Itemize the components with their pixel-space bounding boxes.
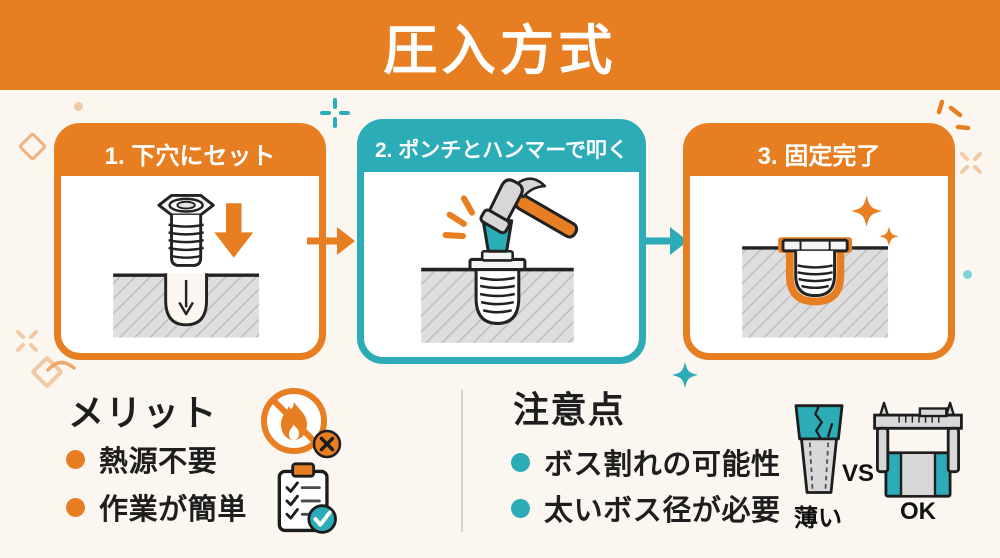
flow-arrow-2-icon — [640, 227, 688, 255]
merit-item-2-text: 作業が簡単 — [99, 494, 247, 526]
bullet-dot — [66, 449, 85, 469]
merit-item-1: 熱源不要 — [66, 438, 217, 480]
dot-decoration-icon — [74, 102, 83, 111]
step-2-illustration-wrap — [364, 172, 639, 357]
sparkle-icon — [879, 226, 899, 247]
merit-item-2: 作業が簡単 — [66, 486, 247, 528]
sparkle-icon — [851, 195, 883, 227]
page-title: 圧入方式 — [383, 20, 617, 81]
cracked-thin-boss-icon — [794, 404, 844, 494]
star-decoration-icon — [672, 362, 698, 388]
step-card-3: 3. 固定完了 — [683, 123, 955, 360]
step-1-header: 1. 下穴にセット — [61, 130, 319, 176]
thin-label: 薄い — [794, 505, 842, 532]
bullet-dot — [66, 497, 85, 517]
bullet-dot — [511, 452, 530, 472]
step-3-illustration-wrap — [690, 176, 948, 353]
vs-label: VS — [842, 460, 875, 487]
caution-item-2: 太いボス径が必要 — [511, 487, 781, 529]
cautions-heading: 注意点 — [513, 389, 626, 430]
no-heat-source-icon — [261, 388, 342, 459]
insert-above-pilot-hole-icon — [113, 193, 260, 338]
section-divider — [461, 390, 463, 532]
title-banner: 圧入方式 — [0, 0, 1000, 90]
cross-sparkle-icon — [960, 152, 982, 174]
step-1-illustration-wrap — [61, 176, 319, 353]
cross-sparkle-icon — [16, 330, 38, 352]
step-card-2: 2. ポンチとハンマーで叩く — [357, 119, 646, 364]
punch-and-hammer-icon — [421, 177, 579, 343]
merits-heading: メリット — [68, 392, 218, 433]
insert-fixed-flush-icon — [742, 195, 899, 338]
dot-decoration-icon — [963, 270, 972, 279]
flow-arrow-1-icon — [307, 227, 355, 255]
diamond-decoration-icon — [17, 131, 48, 162]
burst-lines-icon — [936, 99, 971, 131]
merit-item-1-text: 熱源不要 — [99, 446, 218, 478]
plus-sparkle-icon — [320, 98, 350, 128]
checklist-icon — [277, 462, 337, 534]
step-2-header: 2. ポンチとハンマーで叩く — [364, 126, 639, 172]
bullet-dot — [511, 498, 530, 518]
caution-item-1-text: ボス割れの可能性 — [544, 449, 781, 481]
hammer-icon — [479, 177, 579, 239]
step-card-1: 1. 下穴にセット — [54, 123, 326, 360]
ok-label: OK — [900, 498, 936, 525]
caution-item-1: ボス割れの可能性 — [511, 441, 781, 483]
arc-decoration-icon — [46, 360, 76, 372]
step-3-header: 3. 固定完了 — [690, 130, 948, 176]
caliper-thick-boss-icon — [873, 401, 963, 498]
caution-item-2-text: 太いボス径が必要 — [544, 495, 781, 527]
